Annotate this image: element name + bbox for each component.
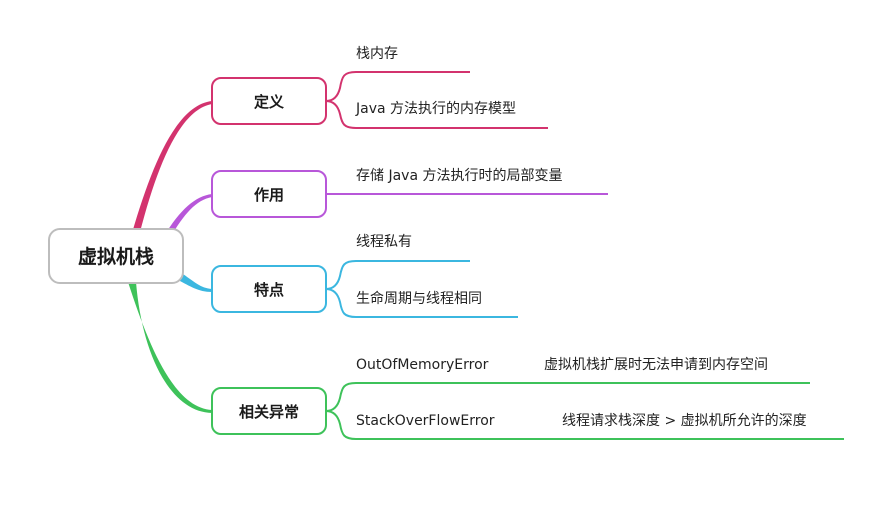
root-node: 虚拟机栈 [48,228,184,284]
branch-4-leaf-connectors [325,382,844,440]
branch-3-leaf-1: 线程私有 [356,234,412,250]
branch-3: 特点 线程私有 生命周期与线程相同 [211,234,518,318]
branch-3-leaf-connectors [325,260,518,318]
branch-1-leaf-2: Java 方法执行的内存模型 [355,101,516,117]
branch-2-leaf-1: 存储 Java 方法执行时的局部变量 [356,168,562,184]
branch-4-leaf-1: OutOfMemoryError [356,357,489,373]
branch-3-label: 特点 [254,281,284,299]
branch-1-label: 定义 [254,93,284,111]
connector-root-branch-2 [164,194,212,238]
branch-1-leaf-connectors [325,71,548,129]
root-node-label: 虚拟机栈 [78,245,154,268]
connector-root-branch-3 [178,272,212,292]
branch-2: 作用 存储 Java 方法执行时的局部变量 [211,168,608,218]
branch-3-leaf-2: 生命周期与线程相同 [356,290,482,307]
branch-4-leaf-1-note: 虚拟机栈扩展时无法申请到内存空间 [544,357,768,373]
branch-4: 相关异常 OutOfMemoryError 虚拟机栈扩展时无法申请到内存空间 S… [211,357,844,440]
branch-1-leaf-1: 栈内存 [356,46,398,62]
branch-2-label: 作用 [254,186,284,204]
branch-4-leaf-2-note: 线程请求栈深度 > 虚拟机所允许的深度 [562,413,807,429]
branch-4-label: 相关异常 [239,403,299,421]
root-node-box [48,228,184,284]
connector-root-branch-1 [130,101,212,240]
connector-root-branch-4 [128,282,212,413]
branch-1: 定义 栈内存 Java 方法执行的内存模型 [211,46,548,129]
branch-4-leaf-2: StackOverFlowError [356,413,495,429]
root-connectors [128,101,212,413]
